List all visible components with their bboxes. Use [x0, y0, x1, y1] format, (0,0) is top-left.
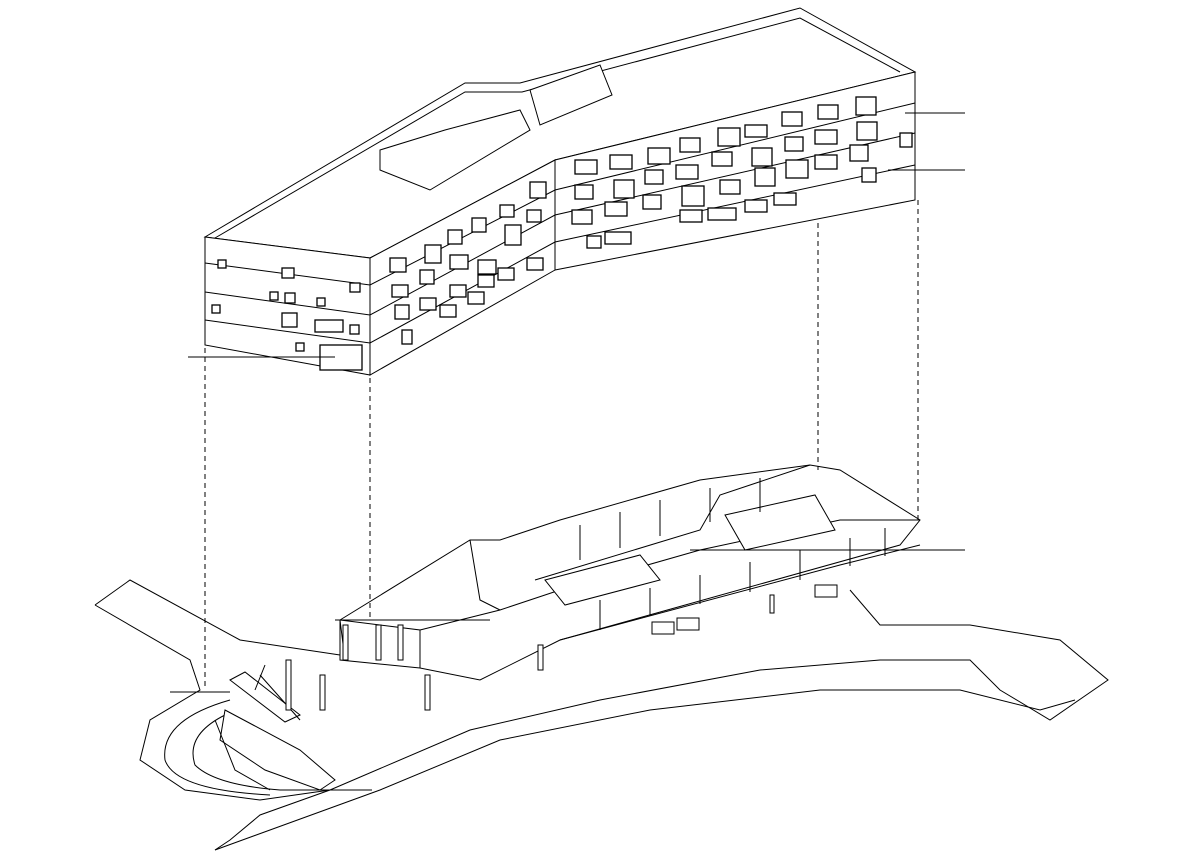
window: [644, 169, 664, 185]
window: [504, 224, 522, 246]
window: [447, 229, 463, 245]
window: [477, 274, 495, 288]
window: [574, 184, 594, 200]
car-icon: [651, 621, 675, 635]
window: [314, 319, 344, 333]
windows: [211, 96, 913, 371]
leader-lines: [170, 112, 965, 791]
window: [781, 111, 803, 127]
window: [604, 231, 632, 245]
column: [342, 624, 349, 661]
window: [391, 284, 409, 298]
column: [285, 659, 292, 711]
window: [284, 292, 296, 304]
window: [647, 147, 671, 165]
window: [717, 127, 741, 147]
window: [269, 291, 279, 301]
window: [604, 201, 628, 217]
car-icon: [676, 617, 700, 631]
column: [537, 644, 544, 671]
window: [281, 312, 298, 328]
window: [526, 257, 544, 271]
entrance-ramp: [214, 664, 336, 791]
column: [375, 624, 382, 661]
window: [471, 217, 487, 233]
window: [281, 267, 295, 279]
window: [814, 129, 838, 145]
window: [449, 254, 469, 270]
window: [574, 159, 598, 175]
window: [449, 284, 467, 298]
window: [856, 121, 878, 141]
window: [754, 167, 776, 187]
column: [319, 674, 326, 711]
window: [899, 132, 913, 148]
car-icon: [814, 584, 838, 598]
columns: [285, 594, 775, 711]
window: [439, 304, 457, 318]
projection-lines: [204, 200, 919, 690]
window: [349, 324, 360, 335]
window: [744, 124, 768, 138]
window: [497, 267, 515, 281]
window: [424, 244, 442, 264]
window: [389, 257, 407, 273]
window: [711, 151, 733, 167]
ground-floor-plan: [285, 464, 921, 711]
partitions: [579, 478, 886, 630]
window: [855, 96, 877, 116]
window: [681, 185, 705, 207]
window: [419, 269, 435, 285]
window: [571, 209, 593, 225]
window: [861, 167, 877, 183]
window: [814, 154, 838, 170]
window: [586, 235, 602, 249]
window: [751, 147, 773, 167]
window: [526, 209, 542, 223]
window: [419, 297, 437, 311]
window: [719, 179, 741, 195]
window: [295, 342, 305, 352]
window: [784, 136, 804, 152]
window: [477, 259, 497, 275]
window: [679, 209, 703, 223]
window: [817, 104, 839, 120]
window: [613, 179, 635, 199]
column: [397, 624, 404, 661]
site-outline: [94, 579, 1109, 851]
car-icons: [651, 584, 838, 635]
window: [679, 137, 701, 153]
window: [211, 304, 221, 314]
rooftop-volumes: [379, 64, 613, 191]
window: [642, 194, 662, 210]
window: [394, 304, 410, 320]
window: [744, 199, 768, 213]
window: [349, 282, 361, 293]
window: [707, 207, 737, 221]
window: [675, 164, 699, 180]
window: [529, 181, 547, 199]
window: [849, 144, 869, 162]
window: [217, 259, 227, 269]
window: [773, 192, 797, 206]
column: [424, 674, 431, 711]
window: [499, 204, 515, 218]
window: [401, 329, 413, 345]
window: [467, 291, 485, 305]
window: [316, 297, 326, 307]
building-volume: [203, 7, 917, 376]
window: [785, 159, 809, 179]
window: [609, 154, 633, 170]
column: [769, 594, 775, 614]
